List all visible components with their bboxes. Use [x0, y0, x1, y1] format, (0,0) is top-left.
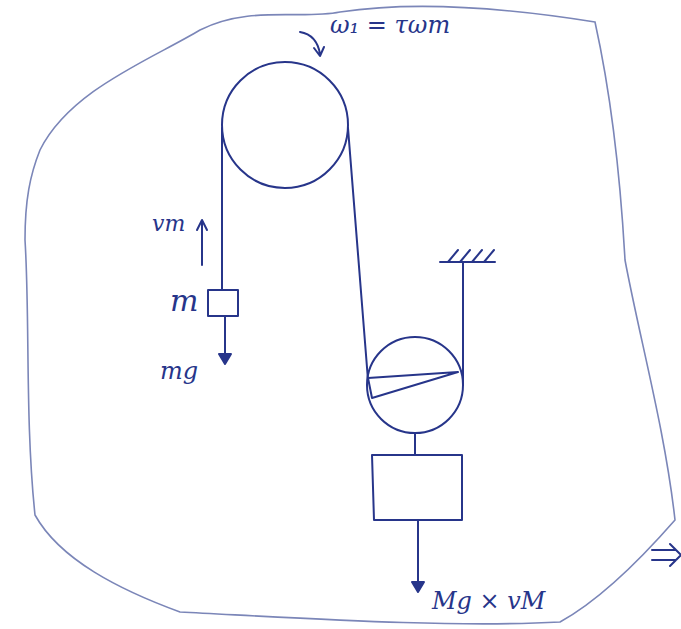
weight-arrow — [417, 520, 419, 590]
implies-arrow — [652, 544, 681, 566]
arrowhead — [412, 582, 424, 592]
velocity-arrow — [201, 222, 203, 265]
angular-velocity-label: ω₁ = τωm — [330, 12, 450, 38]
mass-M-box — [372, 455, 462, 520]
arrowhead — [219, 354, 231, 364]
rope — [462, 262, 464, 385]
small-pulley — [367, 337, 463, 433]
region-outline — [25, 7, 675, 624]
hanger — [414, 433, 416, 455]
rope — [221, 128, 223, 290]
rotation-arrow — [300, 32, 324, 56]
arrowhead — [197, 220, 207, 230]
velocity-label: vm — [152, 212, 185, 236]
weight-label: mg — [160, 358, 198, 384]
pulley-spoke — [368, 372, 458, 398]
power-label: Mg × vM — [432, 588, 545, 614]
mass-m-box — [208, 290, 238, 316]
ceiling-hatch — [448, 250, 494, 262]
large-pulley — [222, 62, 348, 188]
rope — [348, 128, 368, 380]
mass-label: m — [170, 284, 198, 317]
